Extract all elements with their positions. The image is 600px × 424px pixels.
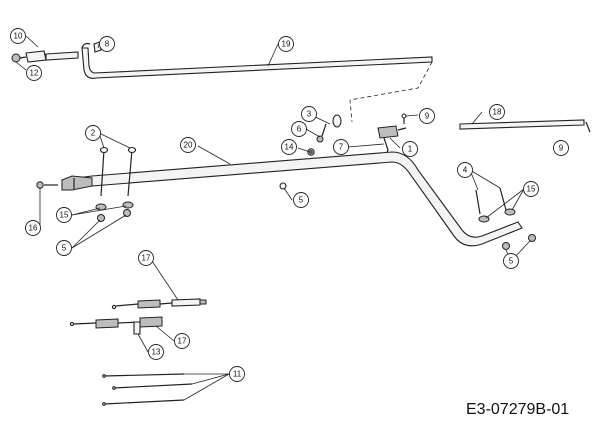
- callout-18: 18: [489, 104, 505, 120]
- svg-text:4: 4: [463, 166, 468, 175]
- callout-2: 2: [85, 125, 101, 141]
- svg-text:13: 13: [152, 348, 161, 357]
- svg-text:9: 9: [559, 144, 564, 153]
- handle-tube-20: [36, 151, 523, 247]
- callout-17-lower: 17: [174, 333, 190, 349]
- svg-text:8: 8: [105, 40, 110, 49]
- svg-text:1: 1: [408, 145, 413, 154]
- svg-text:15: 15: [527, 185, 536, 194]
- svg-text:18: 18: [493, 108, 502, 117]
- leader-lines: [15, 35, 531, 401]
- svg-text:5: 5: [509, 257, 514, 266]
- svg-text:16: 16: [29, 224, 38, 233]
- callout-10: 10: [10, 28, 26, 44]
- svg-text:7: 7: [339, 143, 344, 152]
- callout-11: 11: [229, 366, 245, 382]
- rod-19: [81, 42, 433, 79]
- svg-text:14: 14: [285, 143, 294, 152]
- dashed-link-19: [349, 61, 433, 123]
- svg-text:17: 17: [178, 337, 187, 346]
- callout-15-right: 15: [523, 181, 539, 197]
- rod-18: [459, 119, 591, 133]
- callout-17-upper: 17: [138, 250, 154, 266]
- svg-text:20: 20: [184, 141, 193, 150]
- svg-text:15: 15: [60, 211, 69, 220]
- svg-text:19: 19: [282, 40, 291, 49]
- callout-9-right: 9: [553, 140, 569, 156]
- svg-text:17: 17: [142, 254, 151, 263]
- callout-6: 6: [291, 121, 307, 137]
- bolt-hardware-center: [279, 114, 342, 190]
- svg-text:2: 2: [91, 129, 96, 138]
- callout-16: 16: [25, 220, 41, 236]
- callout-13: 13: [148, 344, 164, 360]
- callout-7: 7: [333, 139, 349, 155]
- svg-text:6: 6: [297, 125, 302, 134]
- callout-9-center: 9: [419, 108, 435, 124]
- callout-15-left: 15: [56, 207, 72, 223]
- callout-14: 14: [281, 139, 297, 155]
- cable-ties-11: [102, 373, 193, 406]
- callout-3: 3: [301, 106, 317, 122]
- svg-text:11: 11: [233, 370, 242, 379]
- svg-text:5: 5: [299, 196, 304, 205]
- svg-text:9: 9: [425, 112, 430, 121]
- callout-19: 19: [278, 36, 294, 52]
- svg-text:10: 10: [14, 32, 23, 41]
- callout-5-center: 5: [293, 192, 309, 208]
- svg-text:3: 3: [307, 110, 312, 119]
- callout-20: 20: [180, 137, 196, 153]
- callout-5-left: 5: [56, 240, 72, 256]
- drawing-id-label: E3-07279B-01: [466, 401, 569, 418]
- svg-text:12: 12: [30, 69, 39, 78]
- cable-assembly: [69, 298, 207, 335]
- callout-5-right: 5: [503, 253, 519, 269]
- callout-8: 8: [99, 36, 115, 52]
- svg-text:5: 5: [62, 244, 67, 253]
- callout-1: 1: [402, 141, 418, 157]
- callout-12: 12: [26, 65, 42, 81]
- callout-4: 4: [457, 162, 473, 178]
